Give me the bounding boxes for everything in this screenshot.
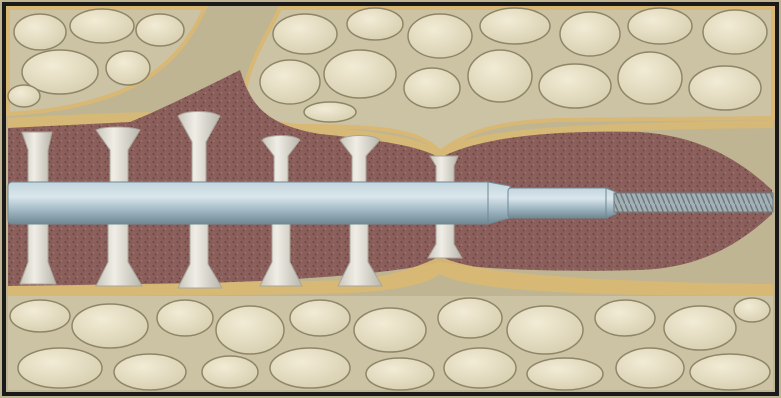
anchor-rod xyxy=(8,182,616,224)
threaded-tendon xyxy=(614,193,773,212)
soil-block-bottom xyxy=(8,296,773,390)
